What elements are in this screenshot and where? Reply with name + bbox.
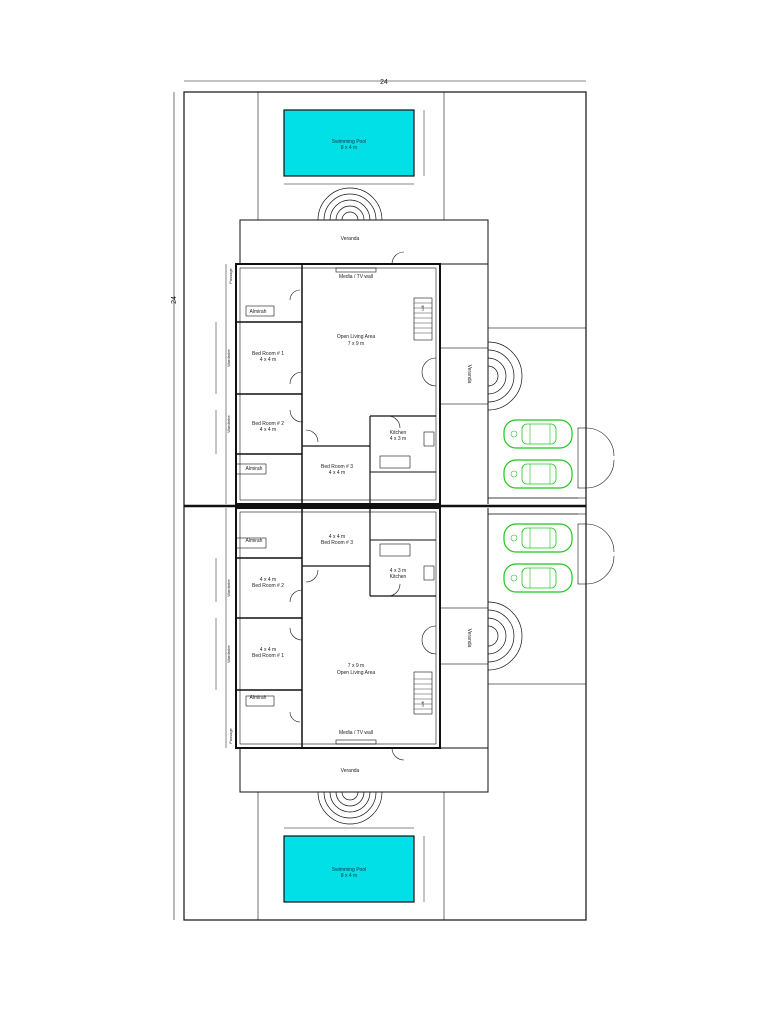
gate-post	[577, 523, 587, 585]
wardrobe-label: Wardrobe	[226, 579, 231, 597]
lift-label: Lift	[420, 304, 425, 310]
veranda-label: Veranda	[341, 236, 360, 242]
gate-swing	[585, 427, 615, 457]
unit-walls	[215, 219, 489, 505]
gate-post	[577, 427, 587, 489]
pool-name-label: Swimming Pool	[332, 867, 366, 873]
wardrobe-label: Wardrobe	[226, 415, 231, 433]
bed-room-3-label: Bed Room # 3	[321, 464, 353, 470]
car	[503, 459, 573, 489]
unit-top	[215, 109, 615, 505]
almirah-label: Almirah	[250, 695, 267, 701]
side-veranda-label: Veranda	[466, 629, 472, 648]
kitchen-size: 4 x 3 m	[390, 436, 406, 442]
bed-room-2-size: 4 x 4 m	[260, 577, 276, 583]
fountain-steps	[317, 791, 383, 825]
bed-room-3-label: Bed Room # 3	[321, 540, 353, 546]
overall-width-label: 24	[380, 79, 388, 86]
bed-room-3-size: 4 x 4 m	[329, 470, 345, 476]
open-living-label: Open Living Area	[337, 334, 376, 340]
almirah-label: Almirah	[250, 309, 267, 315]
media-wall-label: Media / TV wall	[339, 274, 373, 280]
open-living-size: 7 x 9 m	[348, 341, 364, 347]
veranda-label: Veranda	[341, 768, 360, 774]
curved-steps	[487, 341, 523, 411]
passage-label: Passage	[228, 727, 233, 743]
bed-room-1-label: Bed Room # 1	[252, 653, 284, 659]
bed-room-2-size: 4 x 4 m	[260, 427, 276, 433]
gate-swing	[585, 459, 615, 489]
bed-room-1-size: 4 x 4 m	[260, 647, 276, 653]
almirah-label: Almirah	[246, 538, 263, 544]
bed-room-2-label: Bed Room # 2	[252, 421, 284, 427]
kitchen-label: Kitchen	[390, 574, 407, 580]
driveway	[487, 327, 587, 499]
bed-room-1-size: 4 x 4 m	[260, 357, 276, 363]
unit-walls	[215, 507, 489, 793]
bed-room-2-label: Bed Room # 2	[252, 583, 284, 589]
driveway	[487, 513, 587, 685]
wardrobe-label: Wardrobe	[226, 349, 231, 367]
gate-swing	[585, 555, 615, 585]
open-living-label: Open Living Area	[337, 670, 376, 676]
side-veranda-label: Veranda	[466, 365, 472, 384]
bed-room-3-size: 4 x 4 m	[329, 534, 345, 540]
bed-room-1-label: Bed Room # 1	[252, 351, 284, 357]
kitchen-size: 4 x 3 m	[390, 568, 406, 574]
car	[503, 523, 573, 553]
kitchen-label: Kitchen	[390, 430, 407, 436]
car	[503, 563, 573, 593]
pool-size-label: 8 x 4 m	[341, 145, 357, 151]
pool-size-label: 8 x 4 m	[341, 873, 357, 879]
overall-height-label: 24	[171, 296, 178, 304]
fountain-steps	[317, 187, 383, 221]
unit-bottom	[215, 507, 615, 903]
curved-steps	[487, 601, 523, 671]
gate-swing	[585, 523, 615, 553]
swimming-pool	[283, 835, 415, 903]
car	[503, 419, 573, 449]
wardrobe-label: Wardrobe	[226, 645, 231, 663]
open-living-size: 7 x 9 m	[348, 663, 364, 669]
lift-label: Lift	[420, 700, 425, 706]
swimming-pool	[283, 109, 415, 177]
media-wall-label: Media / TV wall	[339, 730, 373, 736]
passage-label: Passage	[228, 267, 233, 283]
pool-name-label: Swimming Pool	[332, 139, 366, 145]
almirah-label: Almirah	[246, 466, 263, 472]
